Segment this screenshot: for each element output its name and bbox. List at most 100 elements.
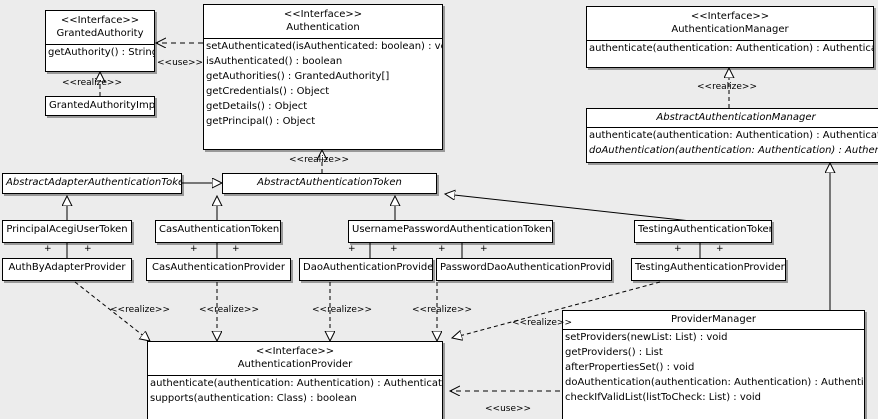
class-header: PasswordDaoAuthenticationProvider [437,259,611,277]
assoc-mark-plus: + [232,244,240,254]
class-header: TestingAuthenticationToken [635,221,771,239]
class-name: AbstractAuthenticationToken [257,177,402,188]
member-row: authenticate(authentication: Authenticat… [589,43,873,54]
assoc-mark-plus: + [348,244,356,254]
class-testing-authentication-provider[interactable]: TestingAuthenticationProvider [631,258,786,281]
class-name: CasAuthenticationProvider [152,262,285,273]
class-name: UsernamePasswordAuthenticationToken [352,224,552,235]
divider [587,40,873,41]
class-granted-authority-impl[interactable]: GrantedAuthorityImpl [45,96,155,116]
assoc-mark-plus: + [674,244,682,254]
class-name: AuthenticationProvider [237,359,353,370]
class-name: GrantedAuthority [56,28,144,39]
member-row: doAuthentication(authentication: Authent… [589,145,878,156]
class-provider-manager[interactable]: ProviderManager setProviders(newList: Li… [562,310,865,419]
class-header: CasAuthenticationProvider [147,259,290,277]
class-header: <<Interface>> Authentication [204,5,442,38]
edge-label-realize-daoprovider: <<realize>> [312,305,372,315]
assoc-mark-plus: + [438,244,446,254]
edge-label-realize-providermanager: <<realize>> [512,318,572,328]
members-compartment: authenticate(authentication: Authenticat… [148,376,442,406]
member-row: doAuthentication(authentication: Authent… [565,377,864,388]
class-granted-authority[interactable]: <<Interface>> GrantedAuthority getAuthor… [45,10,155,72]
member-row: authenticate(authentication: Authenticat… [589,130,878,141]
class-name: TestingAuthenticationProvider [635,262,785,273]
member-row: supports(authentication: Class) : boolea… [150,393,357,404]
class-header: AbstractAuthenticationToken [223,174,436,192]
class-dao-authentication-provider[interactable]: DaoAuthenticationProvider [299,258,433,281]
member-row: afterPropertiesSet() : void [565,362,695,373]
members-compartment: authenticate(authentication: Authenticat… [587,128,878,158]
class-header: CasAuthenticationToken [156,221,280,239]
stereotype-label: <<Interface>> [255,346,335,357]
class-header: PrincipalAcegiUserToken [3,221,131,239]
class-name: AbstractAdapterAuthenticationToken [6,177,181,188]
edge-label-realize-grantedauthorityimpl: <<realize>> [62,78,122,88]
class-name: DaoAuthenticationProvider [303,262,432,273]
edge-generalize-testingauthenticationtoken [445,194,701,223]
class-name: PasswordDaoAuthenticationProvider [440,262,611,273]
members-compartment: authenticate(authentication: Authenticat… [587,41,873,56]
class-header: DaoAuthenticationProvider [300,259,432,277]
class-header: AbstractAdapterAuthenticationToken [3,174,181,192]
divider [148,375,442,376]
class-header: <<Interface>> AuthenticationManager [587,7,873,40]
class-name: PrincipalAcegiUserToken [6,224,128,235]
class-header: TestingAuthenticationProvider [632,259,785,277]
stereotype-label: <<Interface>> [283,9,363,20]
class-header: <<Interface>> GrantedAuthority [46,11,154,44]
class-header: AbstractAuthenticationManager [587,109,878,127]
divider [587,127,878,128]
assoc-mark-plus: + [716,244,724,254]
class-password-dao-authentication-provider[interactable]: PasswordDaoAuthenticationProvider [436,258,612,281]
class-name: CasAuthenticationToken [159,224,280,235]
class-name: Authentication [286,22,360,33]
class-cas-authentication-provider[interactable]: CasAuthenticationProvider [146,258,291,281]
class-authentication-manager[interactable]: <<Interface>> AuthenticationManager auth… [586,6,874,68]
assoc-mark-plus: + [190,244,198,254]
stereotype-label: <<Interface>> [690,11,770,22]
class-header: UsernamePasswordAuthenticationToken [349,221,552,239]
member-row: getDetails() : Object [206,101,308,112]
member-row: checkIfValidList(listToCheck: List) : vo… [565,392,762,403]
member-row: authenticate(authentication: Authenticat… [150,378,442,389]
member-row: getAuthority() : String [48,47,154,58]
edge-label-use-grantedauthority: <<use>> [157,58,204,68]
members-compartment: setProviders(newList: List) : void getPr… [563,330,864,405]
member-row: getAuthorities() : GrantedAuthority[] [206,71,390,82]
class-header: ProviderManager [563,311,864,329]
class-principal-acegi-user-token[interactable]: PrincipalAcegiUserToken [2,220,132,243]
edge-label-realize-authentication: <<realize>> [289,155,349,165]
class-name: TestingAuthenticationToken [638,224,771,235]
class-abstract-authentication-token[interactable]: AbstractAuthenticationToken [222,173,437,194]
edge-label-realize-authbyadapter: <<realize>> [110,305,170,315]
divider [46,44,154,45]
class-auth-by-adapter-provider[interactable]: AuthByAdapterProvider [2,258,132,281]
member-row: getProviders() : List [565,347,663,358]
class-header: AuthByAdapterProvider [3,259,131,277]
members-compartment: getAuthority() : String [46,45,154,60]
assoc-mark-plus: + [480,244,488,254]
member-row: getCredentials() : Object [206,86,330,97]
class-name: ProviderManager [670,314,756,325]
assoc-mark-plus: + [390,244,398,254]
class-username-password-authentication-token[interactable]: UsernamePasswordAuthenticationToken [348,220,553,243]
class-name: AuthenticationManager [671,24,789,35]
divider [563,329,864,330]
stereotype-label: <<Interface>> [60,15,140,26]
class-abstract-adapter-authentication-token[interactable]: AbstractAdapterAuthenticationToken [2,173,182,194]
edge-label-realize-passworddaoprovider: <<realize>> [412,305,472,315]
member-row: setProviders(newList: List) : void [565,332,728,343]
class-cas-authentication-token[interactable]: CasAuthenticationToken [155,220,281,243]
edge-label-realize-authenticationmanager: <<realize>> [697,82,757,92]
class-authentication-provider[interactable]: <<Interface>> AuthenticationProvider aut… [147,341,443,419]
class-authentication[interactable]: <<Interface>> Authentication setAuthenti… [203,4,443,150]
member-row: getPrincipal() : Object [206,116,316,127]
assoc-mark-plus: + [44,244,52,254]
class-abstract-authentication-manager[interactable]: AbstractAuthenticationManager authentica… [586,108,878,163]
class-testing-authentication-token[interactable]: TestingAuthenticationToken [634,220,772,243]
edge-label-realize-casprovider: <<realize>> [199,305,259,315]
class-header: GrantedAuthorityImpl [46,97,154,115]
class-name: AbstractAuthenticationManager [656,112,816,123]
